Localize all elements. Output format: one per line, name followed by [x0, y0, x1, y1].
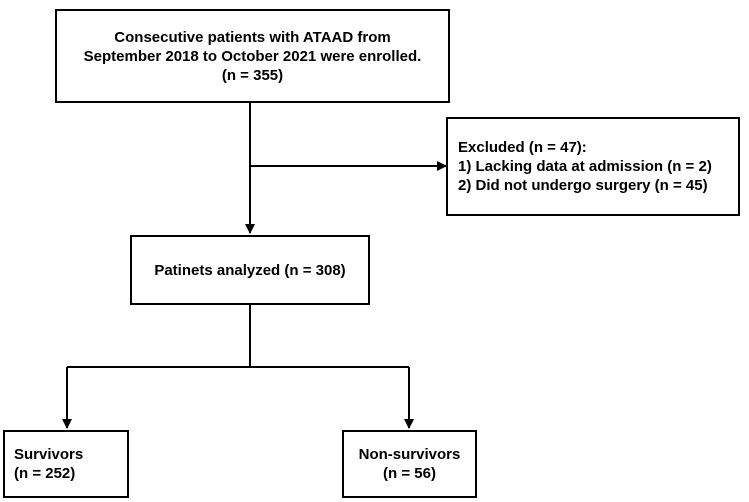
- non-survivors-line-1: Non-survivors: [358, 446, 461, 463]
- non-survivors-box: Non-survivors (n = 56): [342, 430, 477, 498]
- excluded-line-2: 1) Lacking data at admission (n = 2): [458, 158, 712, 175]
- enrolled-line-3: (n = 355): [221, 66, 284, 84]
- excluded-box: Excluded (n = 47): 1) Lacking data at ad…: [446, 117, 740, 216]
- non-survivors-line-2: (n = 56): [383, 465, 436, 482]
- excluded-line-3: 2) Did not undergo surgery (n = 45): [458, 177, 708, 194]
- survivors-line-2: (n = 252): [14, 465, 76, 482]
- survivors-box: Survivors (n = 252): [3, 430, 129, 498]
- excluded-line-1: Excluded (n = 47):: [458, 139, 587, 156]
- survivors-line-1: Survivors: [14, 446, 84, 463]
- analyzed-line-1: Patinets analyzed (n = 308): [154, 261, 346, 279]
- enrolled-line-2: September 2018 to October 2021 were enro…: [83, 47, 422, 65]
- enrolled-line-1: Consecutive patients with ATAAD from: [114, 28, 391, 46]
- enrolled-box: Consecutive patients with ATAAD from Sep…: [55, 9, 450, 103]
- analyzed-box: Patinets analyzed (n = 308): [130, 235, 370, 305]
